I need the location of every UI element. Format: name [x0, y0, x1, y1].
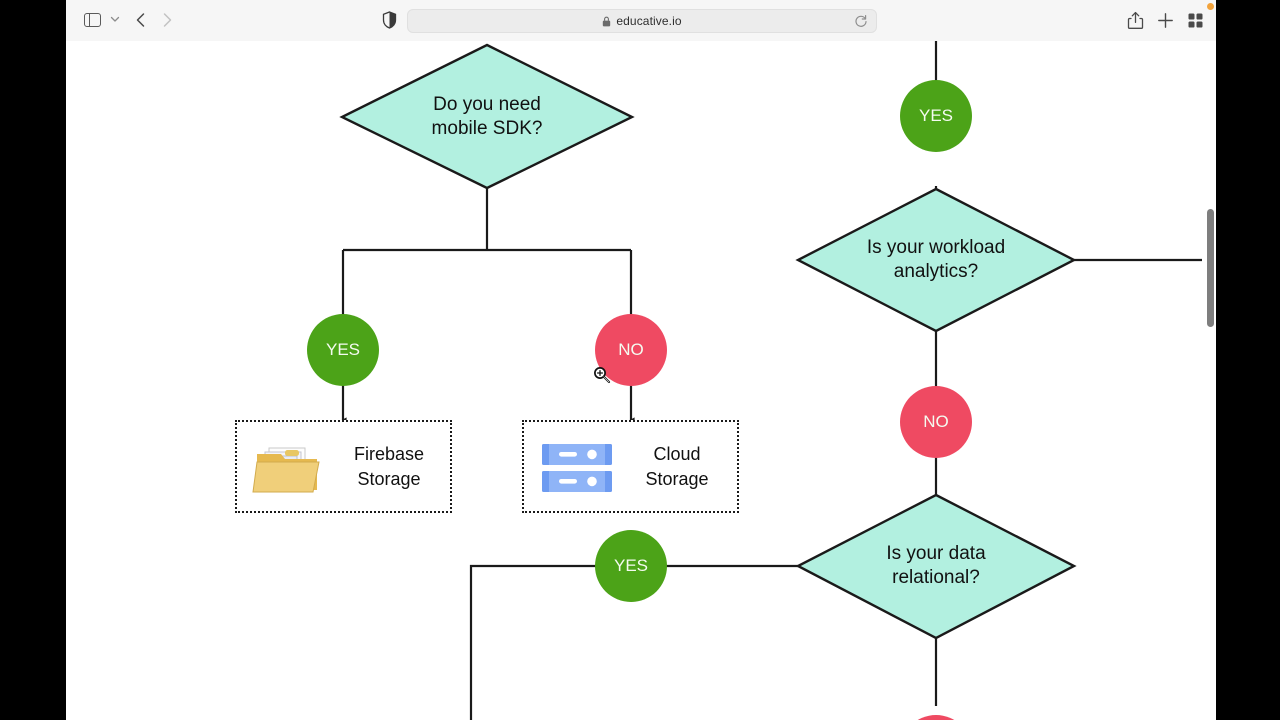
flowchart-canvas	[307, 41, 1216, 720]
badge-yes-relational[interactable]	[595, 530, 667, 602]
edge-relational-yes-down	[469, 564, 600, 720]
folder-documents-icon	[251, 440, 329, 498]
badge-no-analytics[interactable]	[900, 386, 972, 458]
share-icon[interactable]	[1126, 10, 1144, 30]
tab-overview-icon[interactable]	[1186, 11, 1204, 29]
reload-icon[interactable]	[854, 14, 868, 29]
decision-workload-analytics[interactable]	[795, 187, 1077, 333]
lock-icon	[602, 16, 611, 27]
back-arrow-icon[interactable]	[132, 10, 150, 30]
badge-yes-mobile-sdk-label: YES	[325, 340, 361, 359]
badge-no-mobile-sdk[interactable]	[595, 314, 667, 386]
letterbox-right	[1216, 0, 1280, 720]
cloud-line2: Storage	[645, 469, 709, 489]
cloud-line1: Cloud	[653, 444, 701, 464]
browser-toolbar: educative.io	[66, 0, 1216, 42]
chevron-down-icon[interactable]	[108, 12, 122, 26]
badge-no-analytics-label: NO	[923, 412, 949, 431]
badge-yes-relational-label: YES	[613, 556, 649, 575]
decision-mobile-sdk[interactable]	[339, 43, 635, 190]
badge-yes-mobile-sdk[interactable]	[307, 314, 379, 386]
firebase-line2: Storage	[357, 469, 421, 489]
server-rack-icon	[540, 442, 616, 496]
vertical-scrollbar-track[interactable]	[1202, 41, 1216, 720]
browser-window: educative.io	[66, 0, 1216, 720]
vertical-scrollbar-thumb[interactable]	[1207, 209, 1214, 327]
terminal-firebase-storage-label: Firebase Storage	[333, 436, 445, 498]
terminal-cloud-storage-label: Cloud Storage	[624, 436, 730, 498]
decision-data-relational[interactable]	[795, 493, 1077, 640]
url-text: educative.io	[616, 14, 682, 28]
forward-arrow-icon[interactable]	[158, 10, 176, 30]
terminal-firebase-storage[interactable]: Firebase Storage	[235, 420, 452, 513]
firebase-line1: Firebase	[353, 444, 425, 464]
address-bar[interactable]: educative.io	[407, 9, 877, 33]
letterbox-left	[0, 0, 66, 720]
orange-dot-icon	[1207, 3, 1214, 10]
plus-icon[interactable]	[1156, 10, 1174, 30]
badge-yes-top-right-label: YES	[918, 106, 954, 125]
sidebar-toggle-icon[interactable]	[82, 11, 102, 29]
badge-no-relational[interactable]	[900, 715, 972, 720]
badge-no-mobile-sdk-label: NO	[618, 340, 644, 359]
terminal-cloud-storage[interactable]: Cloud Storage	[522, 420, 739, 513]
shield-privacy-icon[interactable]	[381, 11, 397, 29]
page-content: Do you need mobile SDK? Is your workload…	[66, 41, 1216, 720]
badge-yes-top-right[interactable]	[900, 80, 972, 152]
